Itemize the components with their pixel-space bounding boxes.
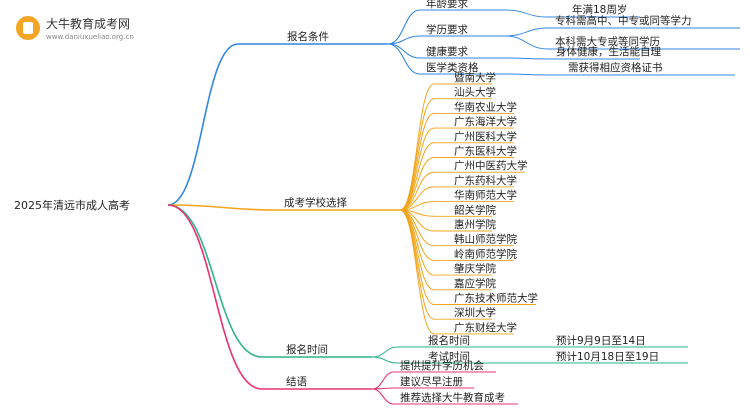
branch-edge-conclusion (167, 204, 263, 390)
school-1: 汕头大学 (454, 86, 496, 99)
edge-school-0 (399, 83, 435, 211)
school-0: 暨南大学 (454, 71, 496, 84)
school-5: 广东医科大学 (454, 145, 517, 158)
edge-school-6 (399, 171, 435, 211)
branch-conditions: 报名条件 (287, 30, 329, 43)
edge-school-16 (399, 209, 435, 320)
time-1-detail: 预计10月18日至19日 (556, 350, 659, 363)
condition-3-detail-0: 需获得相应资格证书 (568, 61, 663, 74)
edge-condition-2-detail-0 (504, 57, 549, 60)
branch-conclusion: 结语 (286, 375, 307, 388)
edge-school-12 (399, 209, 435, 261)
school-10: 惠州学院 (454, 218, 496, 231)
edge-school-2 (399, 112, 435, 211)
edge-school-15 (399, 209, 435, 305)
time-0: 报名时间 (428, 334, 470, 347)
edge-school-1 (399, 98, 435, 211)
school-12: 岭南师范学院 (454, 247, 517, 260)
school-9: 韶关学院 (454, 203, 496, 216)
branch-edge-registration-time (167, 204, 263, 358)
school-8: 华南师范大学 (454, 189, 517, 202)
edge-condition-2 (387, 43, 421, 59)
condition-1: 学历要求 (426, 23, 468, 36)
school-17: 广东财经大学 (454, 321, 517, 334)
edge-time-1 (371, 356, 399, 364)
branch-edge-schools (167, 204, 279, 211)
brand-url: www.daniuxueliao.org.cn (46, 33, 134, 41)
school-14: 嘉应学院 (454, 277, 496, 290)
edge-condition-0 (387, 9, 421, 45)
conclusion-0: 提供提升学历机会 (400, 359, 484, 372)
brand-name: 大牛教育成考网 (46, 17, 131, 31)
edge-conclusion-2 (371, 388, 395, 405)
school-13: 肇庆学院 (454, 262, 496, 275)
condition-3: 医学类资格 (426, 61, 479, 74)
school-7: 广东药科大学 (454, 174, 517, 187)
branch-registration-time: 报名时间 (286, 343, 328, 356)
condition-1-detail-1: 本科需大专或等同学历 (555, 35, 660, 48)
root-topic: 2025年清远市成人高考 (14, 198, 130, 212)
edge-condition-0-detail-0 (504, 9, 549, 18)
condition-0: 年龄要求 (426, 0, 468, 10)
edge-conclusion-0 (371, 371, 395, 390)
time-0-detail: 预计9月9日至14日 (556, 334, 646, 347)
branch-edge-conditions (167, 43, 239, 206)
school-15: 广东技术师范大学 (454, 292, 538, 305)
edge-condition-3-detail-0 (504, 73, 549, 76)
school-4: 广州医科大学 (454, 130, 517, 143)
edge-school-17 (399, 209, 435, 335)
edge-school-4 (399, 142, 435, 211)
time-1: 考试时间 (428, 350, 470, 363)
edge-school-14 (399, 209, 435, 291)
school-3: 广东海洋大学 (454, 115, 517, 128)
edge-condition-3 (387, 43, 421, 75)
conclusion-1: 建议尽早注册 (400, 375, 463, 388)
edge-time-0 (371, 346, 399, 358)
book-logo-icon (16, 16, 40, 40)
condition-2-detail-0: 身体健康，生活能自理 (556, 45, 661, 58)
edge-condition-1-detail-0 (504, 27, 549, 37)
condition-2: 健康要求 (426, 45, 468, 58)
school-6: 广州中医药大学 (454, 159, 528, 172)
school-11: 韩山师范学院 (454, 233, 517, 246)
condition-0-detail-0: 年满18周岁 (572, 3, 627, 16)
conclusion-2: 推荐选择大牛教育成考 (400, 391, 505, 404)
brand-logo: 大牛教育成考网 www.daniuxueliao.org.cn (10, 12, 160, 48)
condition-1-detail-0: 专科需高中、中专或同等学力 (555, 14, 692, 27)
school-16: 深圳大学 (454, 306, 496, 319)
branch-schools: 成考学校选择 (284, 196, 347, 209)
edge-condition-1-detail-1 (504, 35, 549, 50)
school-2: 华南农业大学 (454, 100, 517, 113)
